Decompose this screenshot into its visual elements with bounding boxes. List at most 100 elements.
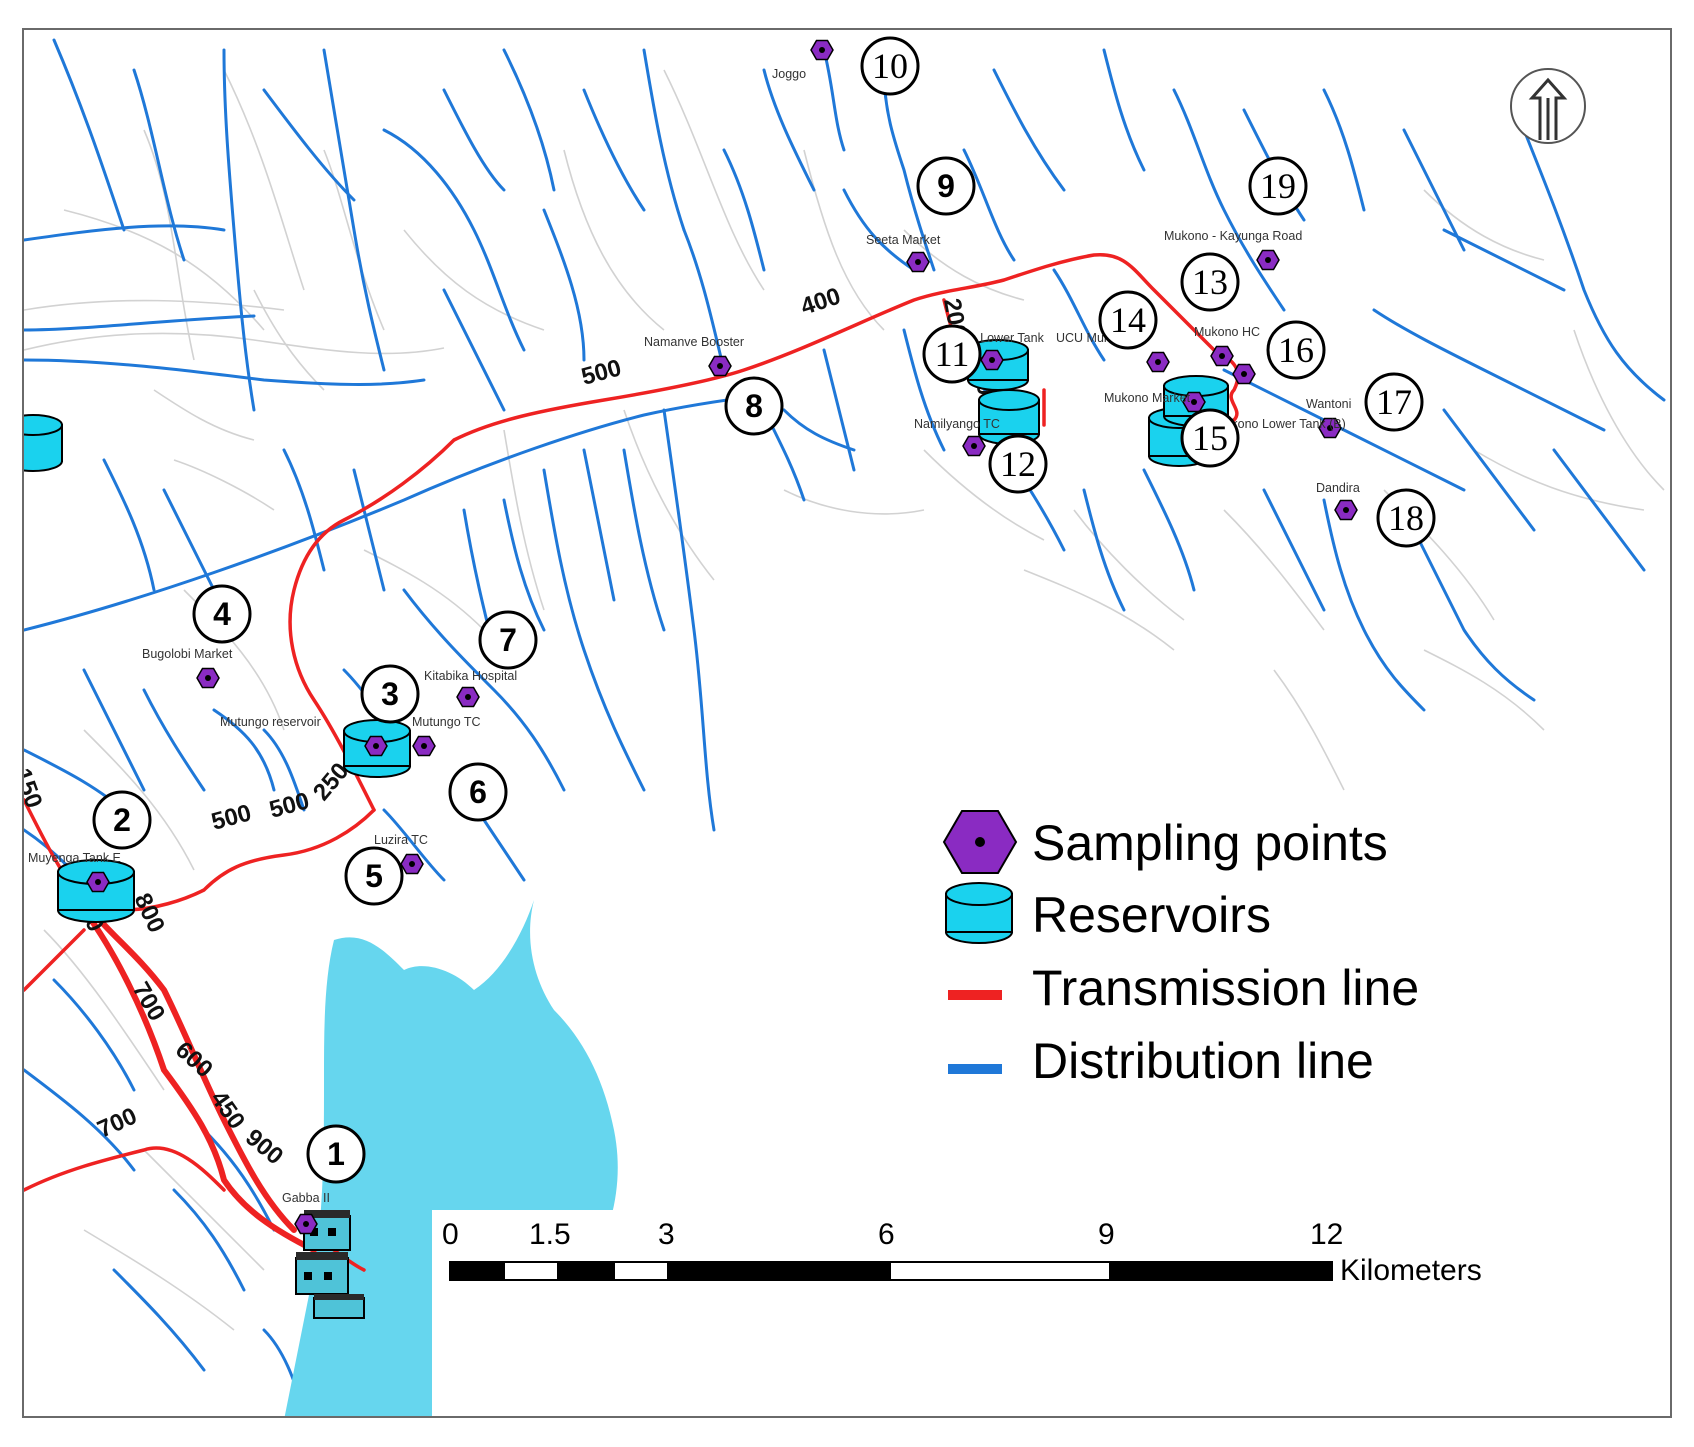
site-label: Mutungo TC	[412, 715, 481, 729]
sampling-point-marker	[1146, 351, 1170, 373]
scale-tick-label: 1.5	[529, 1218, 571, 1251]
legend-label: Sampling points	[1032, 815, 1388, 871]
pipe-size-label: 700	[93, 1103, 141, 1144]
road-network	[24, 69, 1665, 1331]
sampling-point-marker	[412, 735, 436, 757]
legend: Sampling points Reservoirs Transmission …	[942, 810, 1419, 1089]
point-number-15: 15	[1180, 408, 1240, 468]
sampling-point-marker	[196, 667, 220, 689]
point-number-label: 1	[327, 1136, 345, 1172]
sampling-point-marker	[400, 853, 424, 875]
point-number-label: 15	[1192, 418, 1228, 458]
site-label: Namanve Booster	[644, 335, 744, 349]
point-number-6: 6	[448, 762, 508, 822]
point-number-label: 10	[872, 46, 908, 86]
site-label: Joggo	[772, 67, 806, 81]
point-number-label: 4	[213, 596, 231, 632]
point-number-label: 3	[381, 676, 399, 712]
site-label: Mukono HC	[1194, 325, 1260, 339]
legend-label: Distribution line	[1032, 1033, 1374, 1089]
point-number-label: 7	[499, 622, 517, 658]
site-label: Mukono Market	[1104, 391, 1191, 405]
legend-label: Transmission line	[1032, 960, 1419, 1016]
sampling-point-marker	[1318, 417, 1342, 439]
scale-tick-label: 6	[878, 1218, 895, 1251]
distribution-swatch	[948, 1064, 1002, 1074]
point-number-label: 8	[745, 388, 763, 424]
sampling-points-layer	[86, 39, 1358, 1235]
site-label: Namilyango TC	[914, 417, 1000, 431]
site-label: Bugolobi Market	[142, 647, 233, 661]
sampling-point-marker	[456, 686, 480, 708]
point-number-17: 17	[1364, 372, 1424, 432]
sampling-point-marker	[86, 871, 110, 893]
site-label: Mutungo reservoir	[220, 715, 321, 729]
sampling-point-marker	[708, 355, 732, 377]
sampling-point-marker	[1256, 249, 1280, 271]
point-number-7: 7	[478, 610, 538, 670]
north-arrow-icon	[1510, 68, 1586, 144]
site-label: Seeta Market	[866, 233, 941, 247]
pipe-size-label: 150	[24, 765, 47, 812]
point-number-1: 1	[306, 1124, 366, 1184]
pipe-size-label: 500	[209, 799, 255, 835]
legend-item-distribution: Distribution line	[948, 1033, 1374, 1089]
legend-item-sampling: Sampling points	[942, 810, 1388, 874]
pipe-size-label: 500	[267, 787, 313, 823]
sampling-point-marker	[810, 39, 834, 61]
legend-item-reservoirs: Reservoirs	[945, 882, 1271, 944]
transmission-network	[24, 253, 1240, 1272]
reservoir-icon	[945, 882, 1013, 944]
legend-label: Reservoirs	[1032, 887, 1271, 943]
site-label: Muyenga Tank E	[28, 851, 121, 865]
point-number-label: 14	[1110, 300, 1146, 340]
scale-bar: 0 1.5 3 6 9 12 Kilometers	[432, 1210, 1670, 1416]
point-number-label: 13	[1192, 262, 1228, 302]
scale-tick-label: 0	[442, 1218, 459, 1251]
point-number-4: 4	[192, 584, 252, 644]
point-number-19: 19	[1248, 156, 1308, 216]
point-number-label: 19	[1260, 166, 1296, 206]
sampling-point-marker	[294, 1213, 318, 1235]
point-number-16: 16	[1266, 320, 1326, 380]
point-number-label: 17	[1376, 382, 1412, 422]
map-frame[interactable]: 400 500 200 100 500 500 250 150 400 800 …	[22, 28, 1672, 1418]
site-label: Mukono Lower Tank (B)	[1214, 417, 1346, 431]
point-number-8: 8	[724, 376, 784, 436]
point-number-label: 16	[1278, 330, 1314, 370]
scale-tick-label: 9	[1098, 1218, 1115, 1251]
point-number-label: 11	[935, 334, 970, 374]
point-number-label: 5	[365, 858, 383, 894]
sampling-point-marker	[364, 735, 388, 757]
pipe-size-label: 600	[170, 1036, 218, 1083]
reservoir-icon	[24, 414, 63, 472]
site-label: Wantoni	[1306, 397, 1351, 411]
point-number-9: 9	[916, 156, 976, 216]
sampling-point-marker	[962, 435, 986, 457]
point-number-14: 14	[1098, 290, 1158, 350]
sampling-point-marker	[1334, 499, 1358, 521]
point-number-label: 18	[1388, 498, 1424, 538]
scale-tick-label: 3	[658, 1218, 675, 1251]
legend-item-transmission: Transmission line	[948, 960, 1419, 1016]
point-number-label: 2	[113, 802, 131, 838]
sampling-point-marker	[1210, 345, 1234, 367]
point-number-10: 10	[860, 36, 920, 96]
point-number-label: 12	[1000, 444, 1036, 484]
scale-unit-label: Kilometers	[1340, 1254, 1482, 1287]
site-label: Mukono - Kayunga Road	[1164, 229, 1302, 243]
map-canvas: 400 500 200 100 500 500 250 150 400 800 …	[24, 36, 1670, 1416]
site-label: Luzira TC	[374, 833, 428, 847]
point-number-label: 6	[469, 774, 487, 810]
point-number-12: 12	[988, 434, 1048, 494]
site-label: Kitabika Hospital	[424, 669, 517, 683]
sampling-point-marker	[906, 251, 930, 273]
sampling-point-marker	[1232, 363, 1256, 385]
scale-tick-label: 12	[1310, 1218, 1343, 1251]
pipe-size-label: 400	[798, 283, 844, 321]
point-number-2: 2	[92, 790, 152, 850]
point-number-label: 9	[937, 168, 955, 204]
transmission-swatch	[948, 990, 1002, 1000]
point-number-13: 13	[1180, 252, 1240, 312]
